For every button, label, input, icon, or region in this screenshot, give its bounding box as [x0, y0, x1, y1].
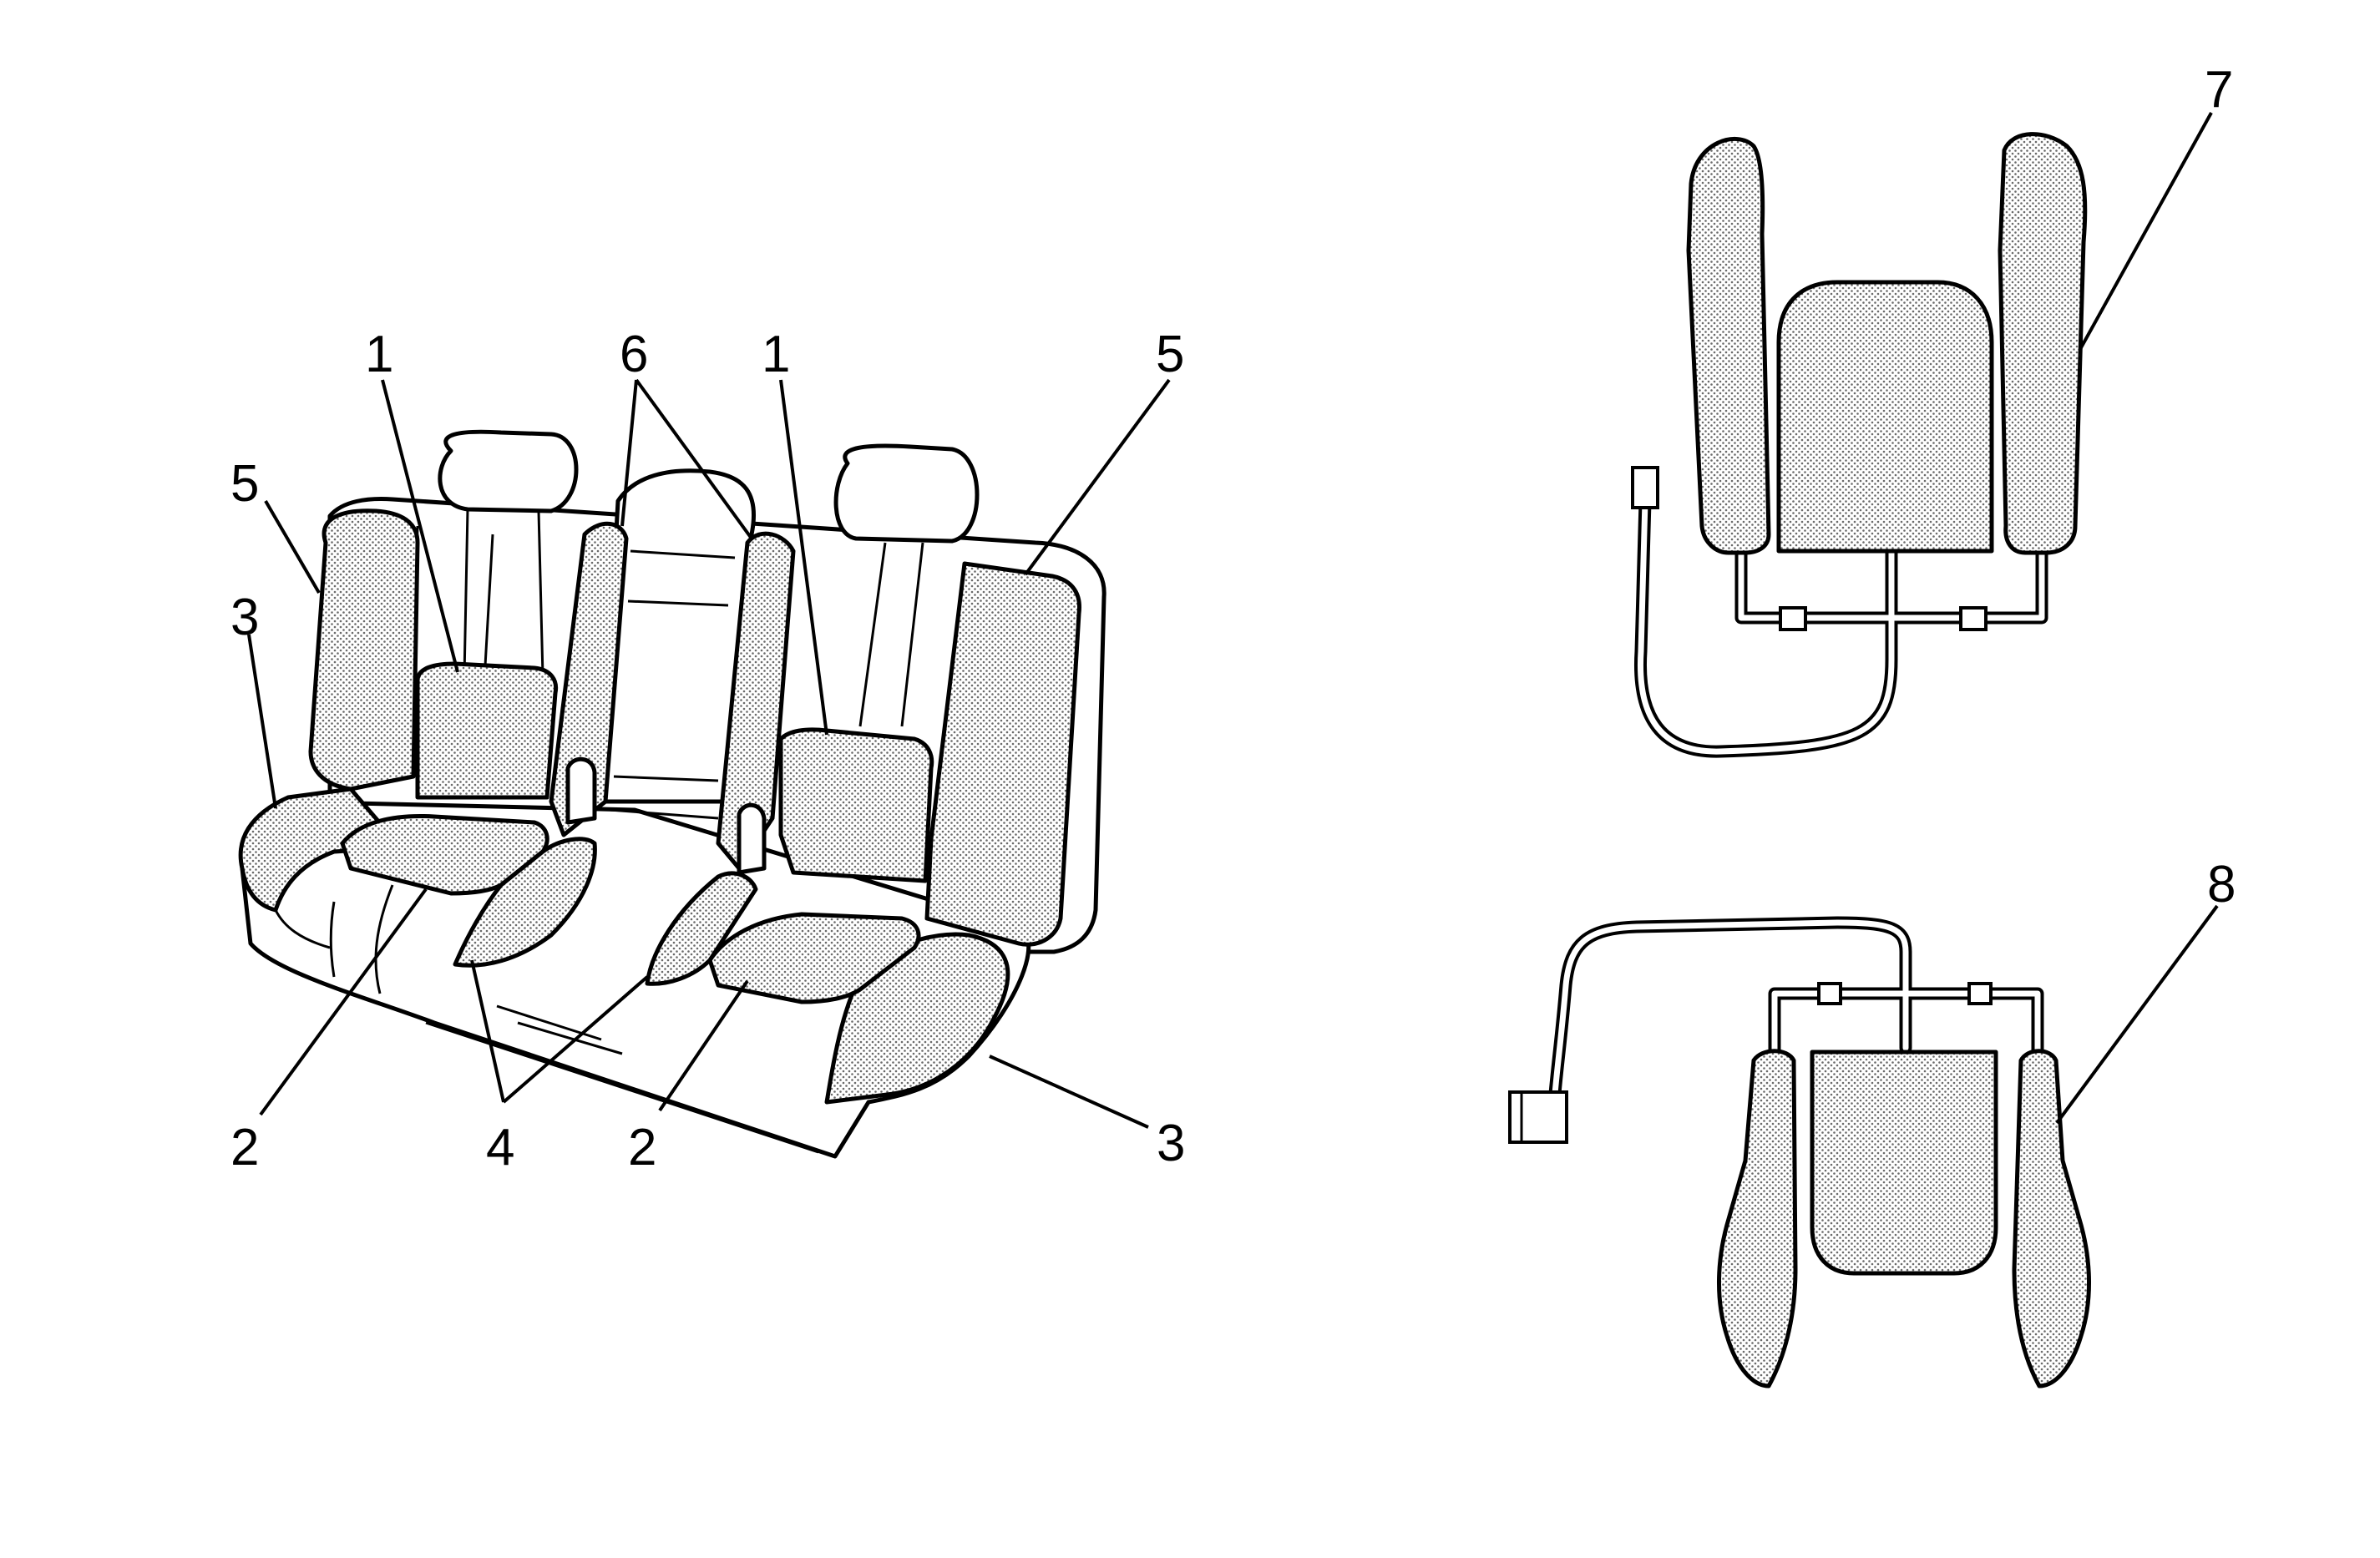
leader-2-left [259, 888, 428, 1116]
seatback-heater-plug [1631, 466, 1659, 509]
cushion-inner-bolster-left [453, 837, 597, 968]
callout-5-right: 5 [1156, 326, 1184, 383]
headrest-left-posts [463, 508, 544, 677]
leader-1-left [381, 379, 459, 673]
cushion-inner-bolster-right [645, 871, 758, 986]
callout-3-right: 3 [1157, 1115, 1185, 1172]
harness-connector-small-left [1779, 606, 1807, 631]
callout-2-right: 2 [628, 1119, 656, 1176]
pass-through-cover [627, 549, 736, 607]
callout-2-left: 2 [230, 1119, 259, 1176]
callout-6: 6 [620, 326, 648, 383]
headrest-left [438, 429, 579, 513]
callout-4: 4 [486, 1119, 514, 1176]
seatback-pad-left [415, 661, 559, 800]
callout-1-right: 1 [762, 326, 790, 383]
leader-3-left [247, 634, 277, 809]
cushion-harness-connector-right [1967, 982, 1993, 1005]
cushion-pad-right [707, 912, 921, 1004]
leader-8 [2055, 904, 2219, 1125]
cushion-side-groove [274, 901, 336, 978]
center-pass-through [599, 468, 757, 804]
callout-labels: 1 6 1 5 5 3 2 4 2 3 7 8 [230, 61, 2236, 1176]
callout-7: 7 [2205, 61, 2233, 119]
cushion-heater-harness [1548, 916, 2044, 1100]
rear-seat-assembly [238, 429, 1106, 1159]
callout-1-left: 1 [365, 326, 393, 383]
seatback-bolster-right [924, 561, 1082, 947]
callout-8: 8 [2207, 856, 2236, 913]
leader-1-right [779, 379, 828, 736]
seatback-bolster-left [308, 508, 420, 792]
seatback-heater-side-pad-left [1686, 137, 1771, 555]
callout-5-left: 5 [230, 455, 259, 513]
belt-buckle-right [737, 802, 767, 875]
leader-5-left [264, 499, 321, 594]
cushion-heater-side-pad-right [2012, 1049, 2091, 1389]
leader-2-right [658, 979, 749, 1112]
cushion-heater-plug [1508, 1090, 1568, 1144]
headrest-right [833, 443, 980, 544]
pass-through-armrest [609, 775, 719, 820]
cushion-bolster-left [238, 787, 403, 913]
cushion-pad-left [340, 814, 549, 896]
leader-4-right [502, 975, 649, 1104]
seatback-pad-right [778, 727, 934, 883]
cushion-harness-connector-left [1817, 982, 1842, 1005]
leader-lines [247, 112, 2219, 1129]
belt-buckle-left [565, 756, 597, 825]
seatback-heater-harness [1633, 494, 2048, 758]
leader-7 [2078, 112, 2213, 352]
harness-connector-small-right [1959, 606, 1988, 631]
seatback-heater-element [1631, 132, 2088, 758]
seatback-groove-right [858, 542, 924, 727]
leader-4-left [470, 959, 505, 1103]
cushion-heater-element [1508, 916, 2091, 1389]
leader-6-left [620, 379, 638, 527]
cushion-side-groove-2 [374, 884, 394, 994]
cushion-heater-side-pad-left [1717, 1049, 1798, 1389]
seatback-heater-center-pad [1776, 280, 1994, 554]
leader-5-right [1024, 378, 1171, 576]
leader-6-right [635, 378, 753, 540]
seatback-heater-side-pad-right [1998, 132, 2088, 555]
cushion-heater-center-pad [1810, 1050, 1998, 1276]
leader-3-right [989, 1055, 1149, 1129]
callout-3-left: 3 [230, 589, 259, 646]
